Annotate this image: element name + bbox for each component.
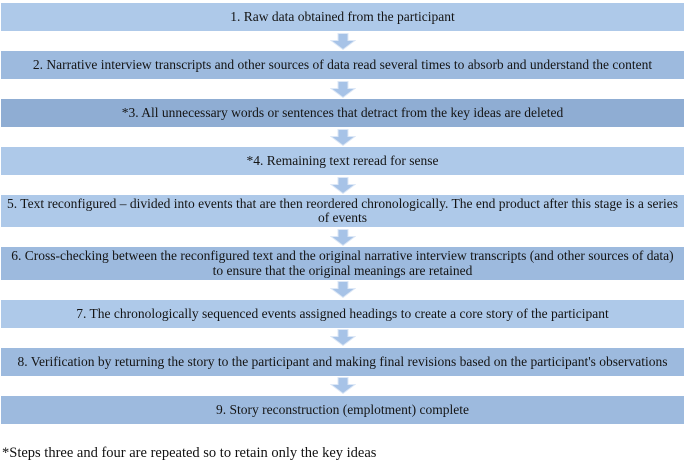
step-label: 8. Verification by returning the story t… — [17, 353, 668, 369]
step-label: 7. The chronologically sequenced events … — [76, 305, 609, 321]
step-label: 9. Story reconstruction (emplotment) com… — [215, 401, 470, 417]
arrow-gap — [1, 175, 684, 195]
arrow-down-icon — [329, 80, 356, 98]
step-label: 5. Text reconfigured – divided into even… — [7, 196, 678, 226]
arrow-gap — [1, 79, 684, 99]
arrow-gap — [1, 127, 684, 147]
flowchart-step: *4. Remaining text reread for sense — [1, 147, 684, 175]
arrow-down-icon — [329, 329, 356, 347]
arrow-down-icon — [329, 281, 356, 299]
arrow-gap — [1, 328, 684, 348]
flowchart-step: 5. Text reconfigured – divided into even… — [1, 195, 684, 228]
arrow-gap — [1, 376, 684, 396]
arrow-gap — [1, 31, 684, 51]
arrow-down-icon — [329, 32, 356, 50]
flowchart-step: 6. Cross-checking between the reconfigur… — [1, 247, 684, 280]
flowchart-step: 1. Raw data obtained from the participan… — [1, 3, 684, 31]
flowchart-step: 9. Story reconstruction (emplotment) com… — [1, 395, 684, 424]
arrow-down-icon — [329, 128, 356, 146]
flowchart-step: 2. Narrative interview transcripts and o… — [1, 51, 684, 79]
flowchart-step: 8. Verification by returning the story t… — [1, 347, 684, 376]
flowchart-step: *3. All unnecessary words or sentences t… — [1, 99, 684, 127]
step-label: 2. Narrative interview transcripts and o… — [32, 56, 653, 72]
arrow-gap — [1, 227, 684, 247]
arrow-down-icon — [329, 377, 356, 395]
step-label: *4. Remaining text reread for sense — [246, 152, 439, 168]
arrow-down-icon — [329, 176, 356, 194]
arrow-down-icon — [329, 228, 356, 246]
step-label: 6. Cross-checking between the reconfigur… — [11, 248, 674, 278]
arrow-gap — [1, 280, 684, 300]
flowchart: 1. Raw data obtained from the participan… — [1, 3, 684, 424]
flowchart-step: 7. The chronologically sequenced events … — [1, 299, 684, 328]
step-label: *3. All unnecessary words or sentences t… — [121, 104, 564, 120]
step-label: 1. Raw data obtained from the participan… — [230, 8, 455, 24]
footnote: *Steps three and four are repeated so to… — [2, 444, 377, 461]
